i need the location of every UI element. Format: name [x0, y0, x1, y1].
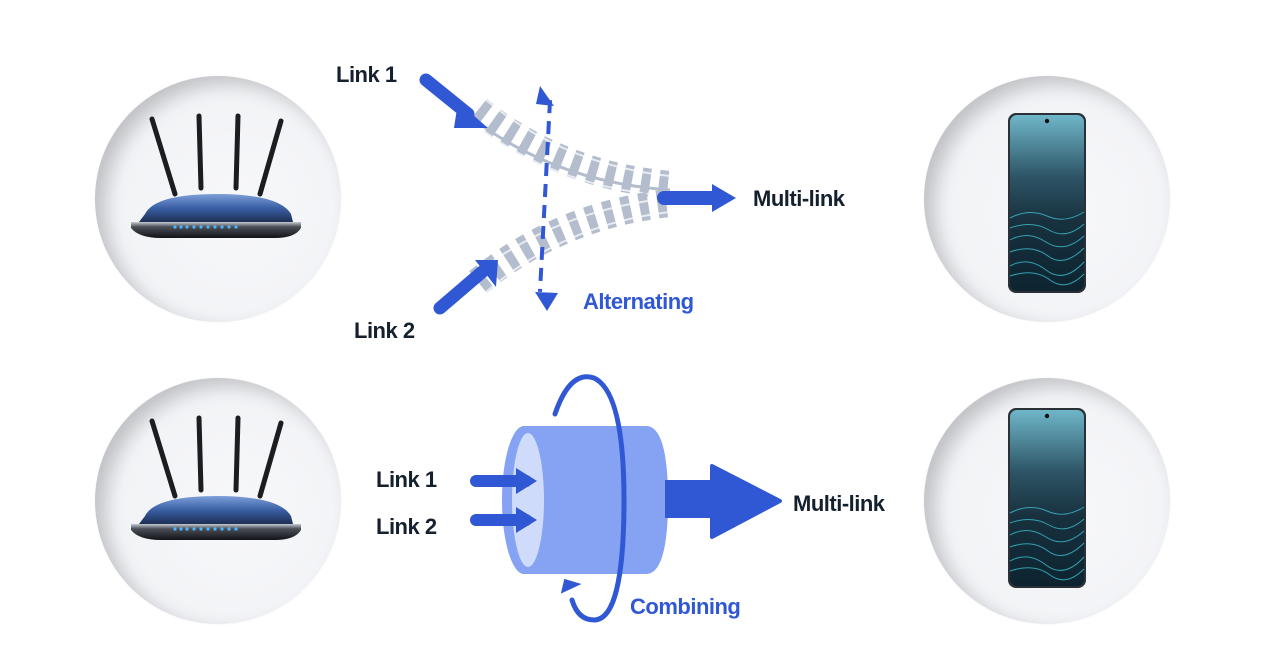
link1-label-top: Link 1 [336, 62, 397, 87]
link2-arrow-icon [433, 260, 498, 315]
link1-label-bottom: Link 1 [376, 467, 437, 492]
link1-arrow-icon [470, 468, 537, 494]
link2-label-top: Link 2 [354, 318, 415, 343]
router-icon [131, 113, 301, 238]
link2-label-bottom: Link 2 [376, 514, 437, 539]
combining-label: Combining [630, 594, 741, 619]
link1-arrow-icon [419, 73, 488, 128]
router-circle-bottom [95, 378, 341, 624]
router-circle-top [95, 76, 341, 322]
smartphone-icon [1008, 408, 1086, 588]
multilink-label-bottom: Multi-link [793, 491, 885, 516]
link2-arrow-icon [470, 507, 537, 533]
combining-cylinder [502, 426, 668, 574]
multilink-label-top: Multi-link [753, 186, 845, 211]
smartphone-icon [1008, 113, 1086, 293]
alternating-switch-arrow-icon [535, 86, 558, 311]
phone-circle-top [924, 76, 1170, 322]
alternating-label: Alternating [583, 289, 694, 314]
multilink-output-arrow-icon [665, 464, 782, 539]
combining-rotation-arrow-icon [552, 374, 627, 623]
phone-circle-bottom [924, 378, 1170, 624]
router-icon [131, 415, 301, 540]
multilink-output-arrow-icon [657, 184, 736, 212]
